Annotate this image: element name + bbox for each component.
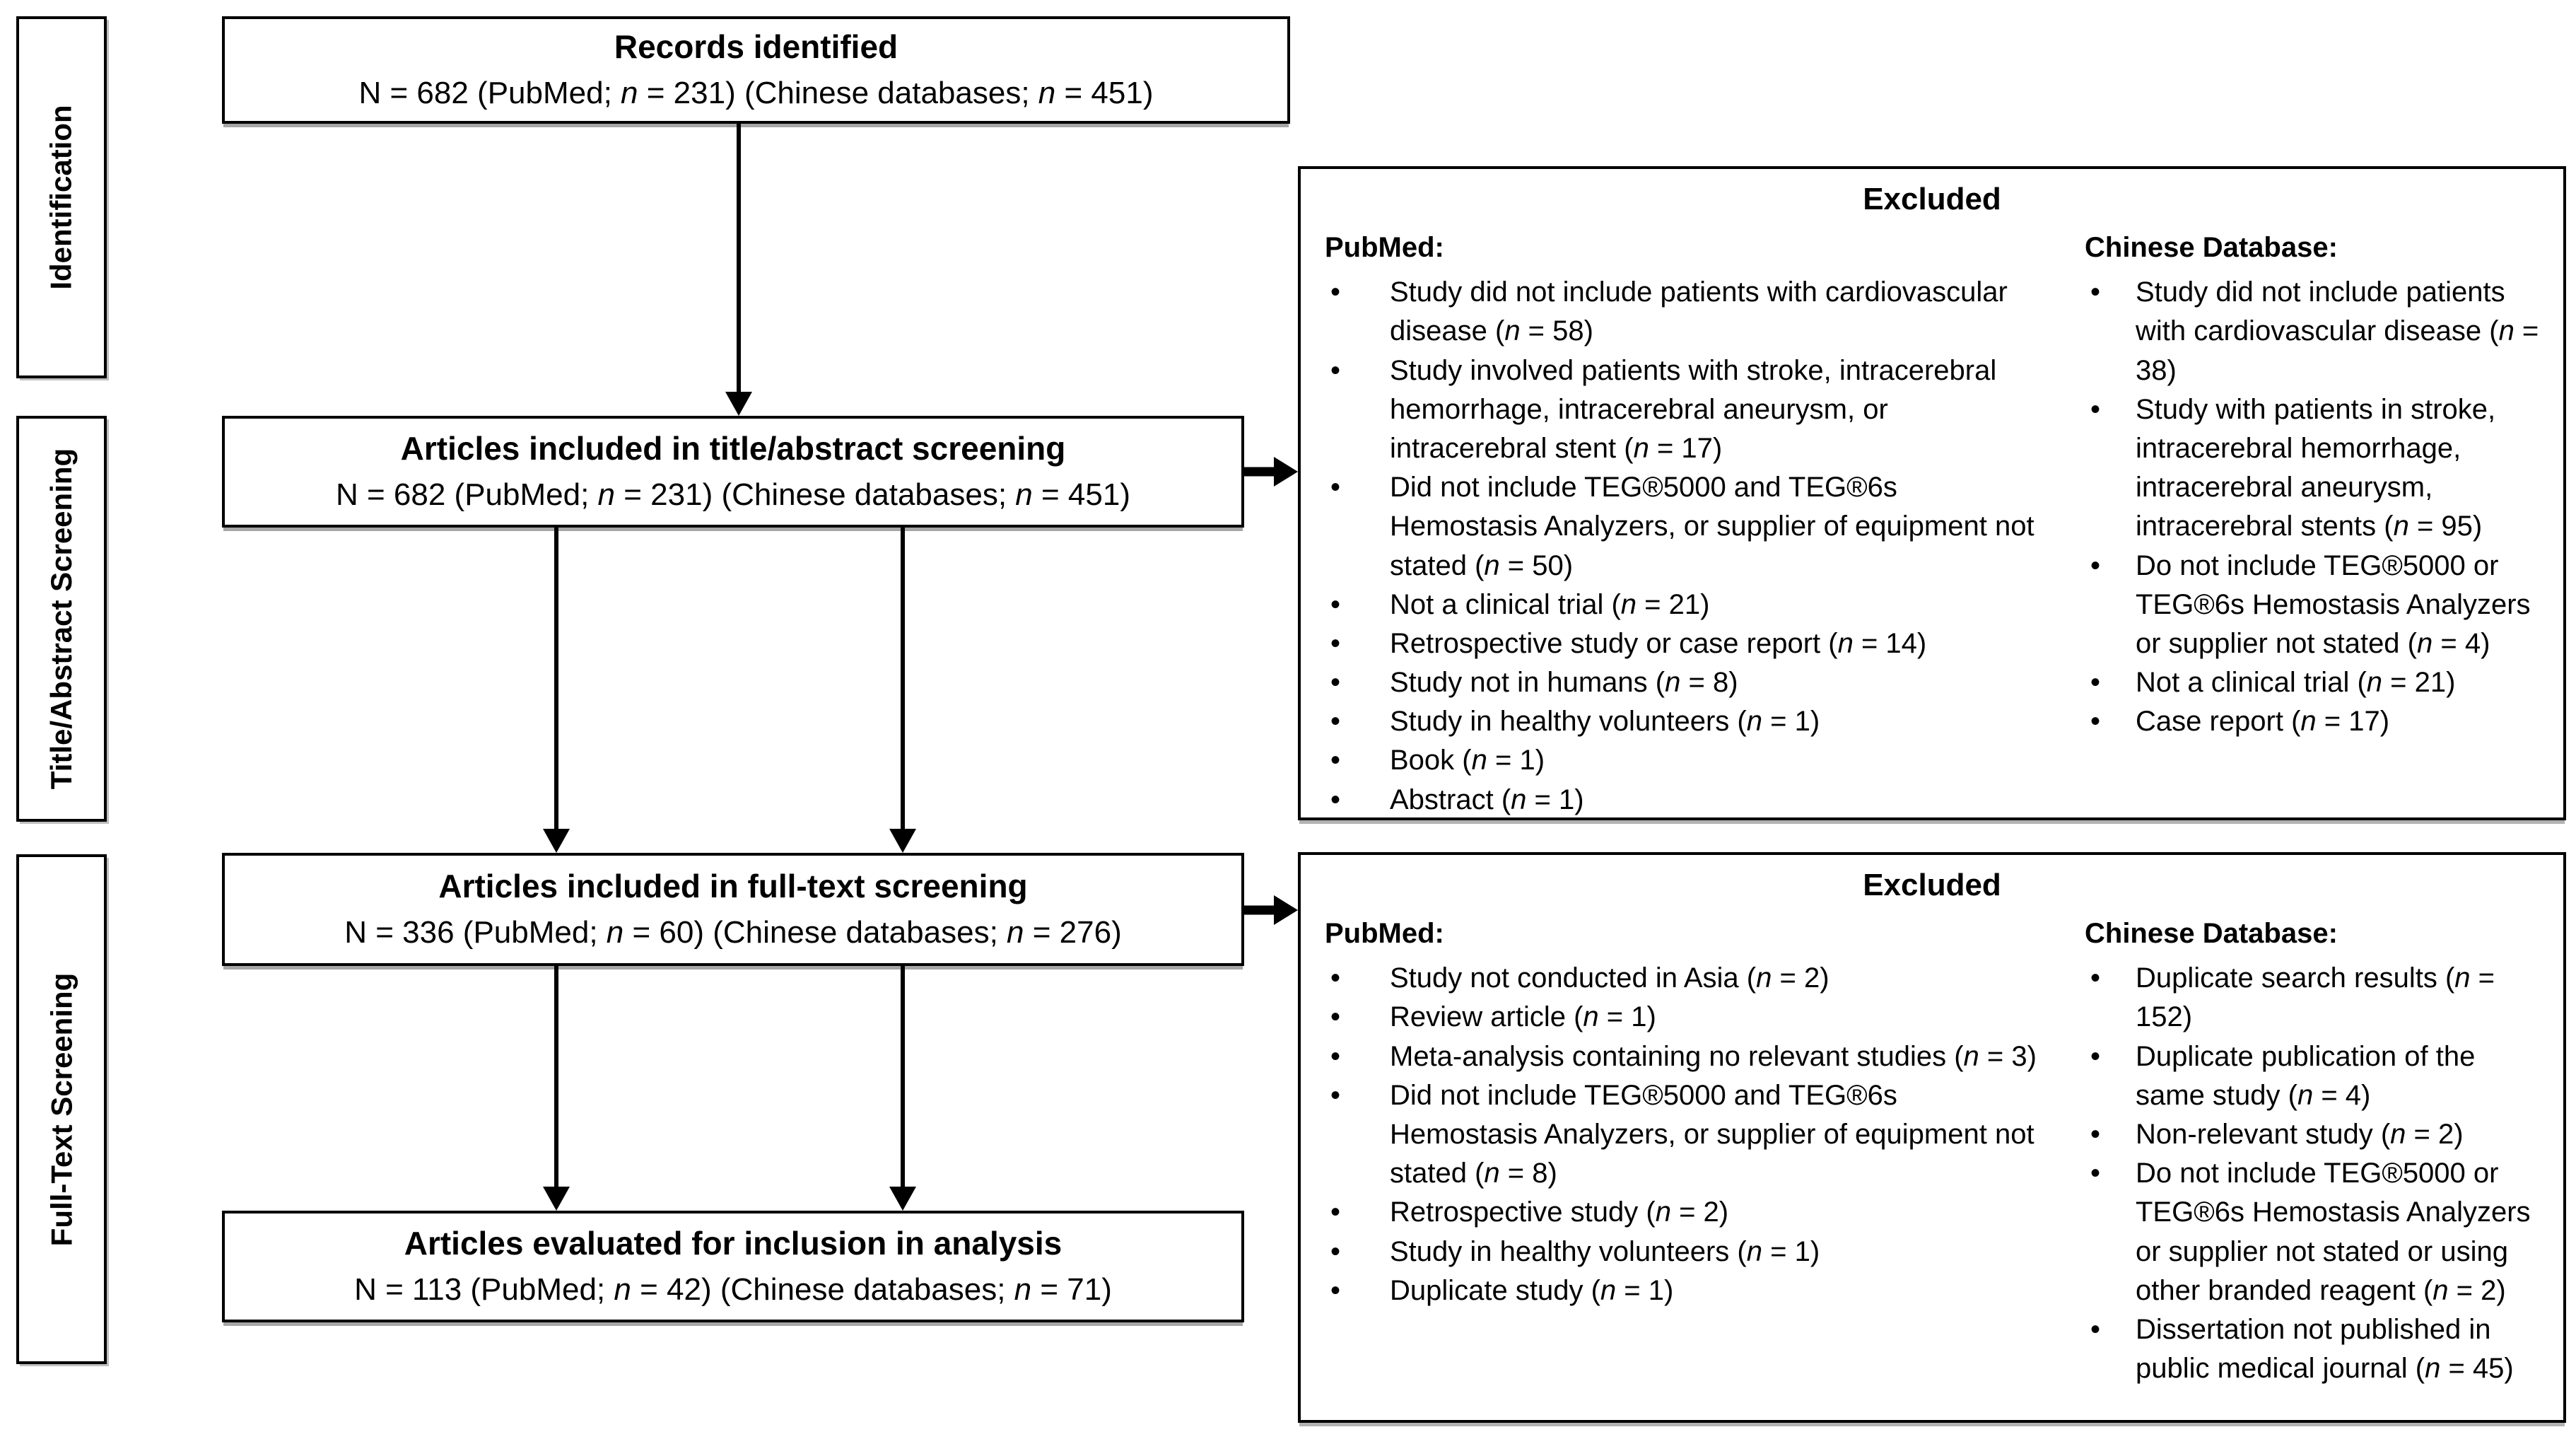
exclusion-item: Study involved patients with stroke, int…	[1325, 351, 2042, 469]
exclusion-item: Duplicate search results (n = 152)	[2085, 959, 2539, 1037]
flow-box-stat: N = 113 (PubMed; n = 42) (Chinese databa…	[354, 1272, 1112, 1308]
flow-box-full-text-screening: Articles included in full-text screening…	[222, 853, 1244, 966]
exclusion-item: Retrospective study (n = 2)	[1325, 1193, 2042, 1232]
arrow-down-full-text-to-evaluated-right	[889, 966, 916, 1211]
flow-box-title: Articles included in title/abstract scre…	[400, 430, 1066, 467]
flow-box-title-abstract-screening: Articles included in title/abstract scre…	[222, 416, 1244, 528]
exclusion-item: Duplicate study (n = 1)	[1325, 1271, 2042, 1310]
exclusion-item: Study in healthy volunteers (n = 1)	[1325, 702, 2042, 741]
arrow-head-icon	[543, 1187, 570, 1211]
exclusion-item: Review article (n = 1)	[1325, 998, 2042, 1037]
exclusion-list-pubmed: Study did not include patients with card…	[1325, 273, 2042, 820]
column-heading-pubmed: PubMed:	[1325, 232, 1444, 263]
arrow-shaft	[737, 124, 741, 395]
arrow-down-records-to-title-abstract	[725, 124, 752, 416]
arrow-right-title-abstract-to-excluded	[1244, 457, 1298, 487]
arrow-shaft	[554, 966, 558, 1189]
flow-box-title: Records identified	[614, 28, 898, 66]
arrow-head-icon	[725, 392, 752, 416]
stage-box-title-abstract-screening: Title/Abstract Screening	[16, 416, 107, 822]
exclusion-item: Not a clinical trial (n = 21)	[2085, 663, 2539, 702]
exclusion-item: Retrospective study or case report (n = …	[1325, 624, 2042, 663]
arrow-down-title-abstract-to-full-text-left	[543, 528, 570, 853]
column-heading-pubmed: PubMed:	[1325, 918, 1444, 949]
stage-label-full-text-screening: Full-Text Screening	[45, 972, 78, 1246]
exclusion-item: Not a clinical trial (n = 21)	[1325, 586, 2042, 624]
exclusion-item: Study not conducted in Asia (n = 2)	[1325, 959, 2042, 998]
stage-label-title-abstract-screening: Title/Abstract Screening	[45, 448, 78, 790]
exclusion-item: Case report (n = 17)	[2085, 702, 2539, 741]
flow-box-stat: N = 336 (PubMed; n = 60) (Chinese databa…	[344, 915, 1122, 950]
exclusion-item: Study did not include patients with card…	[1325, 273, 2042, 351]
flow-box-title: Articles evaluated for inclusion in anal…	[404, 1225, 1062, 1262]
flow-box-evaluated-for-inclusion: Articles evaluated for inclusion in anal…	[222, 1211, 1244, 1322]
exclusion-item: Non-relevant study (n = 2)	[2085, 1115, 2539, 1154]
flow-box-title: Articles included in full-text screening	[438, 868, 1028, 905]
exclusion-list-chinese-database: Study did not include patients with card…	[2085, 273, 2539, 741]
exclusion-item: Duplicate publication of the same study …	[2085, 1037, 2539, 1115]
arrow-shaft	[901, 966, 905, 1189]
excluded-title: Excluded	[1863, 868, 2001, 902]
excluded-box-full-text: Excluded PubMed: Study not conducted in …	[1298, 852, 2566, 1423]
arrow-down-title-abstract-to-full-text-right	[889, 528, 916, 853]
arrow-head-icon	[889, 1187, 916, 1211]
arrow-shaft	[901, 528, 905, 832]
arrow-head-icon	[1274, 895, 1298, 925]
exclusion-item: Abstract (n = 1)	[1325, 781, 2042, 820]
arrow-head-icon	[1274, 457, 1298, 487]
arrow-shaft	[1244, 467, 1277, 477]
arrow-head-icon	[543, 829, 570, 853]
exclusion-item: Book (n = 1)	[1325, 741, 2042, 780]
flow-box-stat: N = 682 (PubMed; n = 231) (Chinese datab…	[336, 477, 1130, 513]
flow-box-stat: N = 682 (PubMed; n = 231) (Chinese datab…	[358, 76, 1154, 111]
column-heading-chinese-database: Chinese Database:	[2085, 918, 2338, 949]
exclusion-item: Study in healthy volunteers (n = 1)	[1325, 1233, 2042, 1271]
arrow-shaft	[554, 528, 558, 832]
arrow-shaft	[1244, 905, 1277, 915]
exclusion-item: Do not include TEG®5000 or TEG®6s Hemost…	[2085, 1154, 2539, 1310]
exclusion-item: Meta-analysis containing no relevant stu…	[1325, 1037, 2042, 1076]
exclusion-item: Did not include TEG®5000 and TEG®6s Hemo…	[1325, 1076, 2042, 1194]
exclusion-item: Study not in humans (n = 8)	[1325, 663, 2042, 702]
exclusion-list-pubmed: Study not conducted in Asia (n = 2)Revie…	[1325, 959, 2042, 1310]
exclusion-list-chinese-database: Duplicate search results (n = 152)Duplic…	[2085, 959, 2539, 1388]
excluded-box-title-abstract: Excluded PubMed: Study did not include p…	[1298, 166, 2566, 820]
flow-box-records-identified: Records identified N = 682 (PubMed; n = …	[222, 16, 1290, 124]
exclusion-item: Do not include TEG®5000 or TEG®6s Hemost…	[2085, 547, 2539, 664]
stage-box-identification: Identification	[16, 16, 107, 378]
arrow-down-full-text-to-evaluated-left	[543, 966, 570, 1211]
stage-label-identification: Identification	[45, 105, 78, 290]
arrow-right-full-text-to-excluded	[1244, 895, 1298, 925]
arrow-head-icon	[889, 829, 916, 853]
exclusion-item: Study with patients in stroke, intracere…	[2085, 390, 2539, 547]
exclusion-item: Study did not include patients with card…	[2085, 273, 2539, 390]
exclusion-item: Did not include TEG®5000 and TEG®6s Hemo…	[1325, 468, 2042, 586]
column-heading-chinese-database: Chinese Database:	[2085, 232, 2338, 263]
stage-box-full-text-screening: Full-Text Screening	[16, 854, 107, 1364]
excluded-title: Excluded	[1863, 182, 2001, 216]
exclusion-item: Dissertation not published in public med…	[2085, 1310, 2539, 1388]
